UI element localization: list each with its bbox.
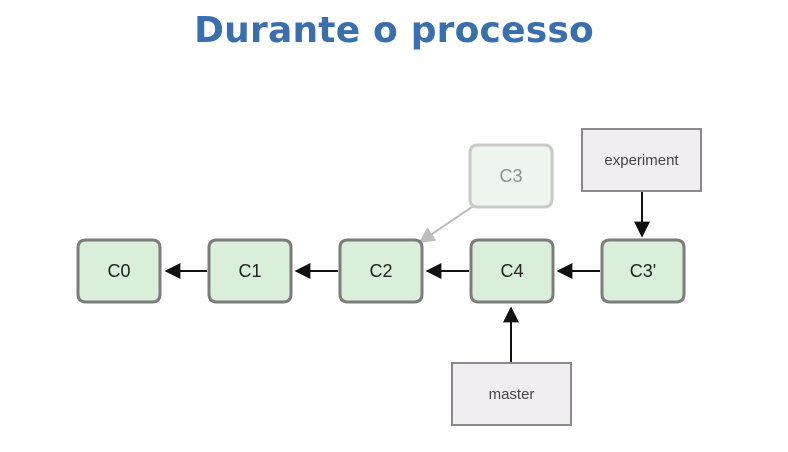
slide-title: Durante o processo bbox=[194, 10, 594, 51]
arrow-c3-to-c2 bbox=[418, 202, 479, 243]
commit-c2-shape bbox=[338, 238, 424, 304]
commit-c3-ghost-shape bbox=[468, 143, 554, 209]
branch-master-label: master bbox=[489, 386, 535, 403]
commit-c1-shape bbox=[207, 238, 293, 304]
commit-c4-label: C4 bbox=[500, 261, 523, 281]
commit-c0-label: C0 bbox=[107, 261, 130, 281]
branch-master: master bbox=[451, 362, 572, 426]
branch-master-box bbox=[451, 362, 572, 426]
commit-c0: C0 bbox=[76, 238, 162, 304]
commit-c1: C1 bbox=[207, 238, 293, 304]
commit-c0-shape bbox=[76, 238, 162, 304]
commit-c3-prime: C3' bbox=[600, 238, 686, 304]
commit-c3-ghost-label: C3 bbox=[499, 166, 522, 186]
commit-c3-ghost: C3 bbox=[468, 143, 554, 209]
commit-c2: C2 bbox=[338, 238, 424, 304]
commit-c2-label: C2 bbox=[369, 261, 392, 281]
commit-c3-prime-label: C3' bbox=[630, 261, 656, 281]
commit-c3-prime-shape bbox=[600, 238, 686, 304]
commit-c4: C4 bbox=[469, 238, 555, 304]
commit-c4-shape bbox=[469, 238, 555, 304]
branch-experiment-box bbox=[581, 128, 702, 192]
branch-experiment: experiment bbox=[581, 128, 702, 192]
branch-experiment-label: experiment bbox=[604, 152, 679, 169]
commit-c1-label: C1 bbox=[238, 261, 261, 281]
